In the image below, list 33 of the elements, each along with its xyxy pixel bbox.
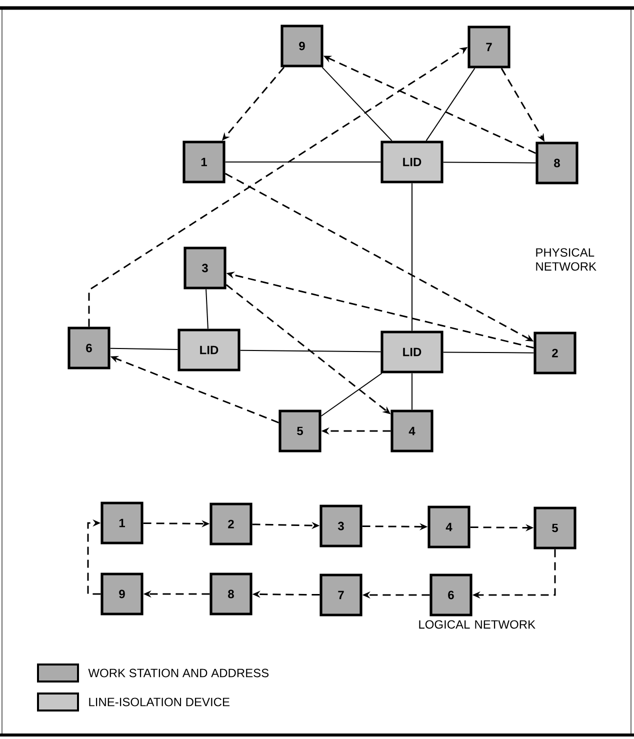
workstation-box: 9: [280, 24, 324, 68]
workstation-box: 7: [468, 26, 510, 68]
workstation-box: 5: [534, 506, 576, 550]
workstation-box: 3: [184, 246, 226, 290]
cable-line: [320, 372, 382, 416]
workstation-box: 1: [182, 140, 226, 184]
workstation-box: 6: [68, 326, 110, 370]
cable-line: [426, 68, 476, 142]
isolation-device-box: LID: [380, 140, 444, 184]
network-label: PHYSICAL NETWORK: [536, 248, 596, 271]
cable-line: [442, 352, 534, 354]
isolation-device-box: LID: [178, 328, 240, 372]
workstation-box: 2: [210, 502, 252, 546]
cable-line: [206, 288, 208, 330]
workstation-box: 6: [430, 574, 472, 616]
workstation-box: 8: [536, 142, 578, 184]
cable-line: [322, 66, 392, 142]
workstation-box: 2: [534, 332, 576, 374]
workstation-box: 1: [100, 502, 144, 544]
workstation-box: 8: [210, 572, 252, 616]
isolation-device-box: LID: [380, 330, 444, 374]
legend-text: WORK STATION AND ADDRESS: [88, 668, 269, 678]
legend-text: LINE-ISOLATION DEVICE: [89, 698, 230, 706]
cable-line: [110, 348, 178, 350]
workstation-box: 4: [390, 410, 434, 452]
workstation-box: 5: [278, 410, 322, 452]
cable-line: [240, 350, 382, 352]
workstation-box: 3: [320, 504, 362, 548]
cable-line: [442, 162, 536, 164]
workstation-box: 7: [320, 574, 362, 616]
workstation-box: 4: [428, 506, 470, 548]
arrow: [87, 519, 101, 595]
workstation-box: 9: [100, 572, 144, 616]
